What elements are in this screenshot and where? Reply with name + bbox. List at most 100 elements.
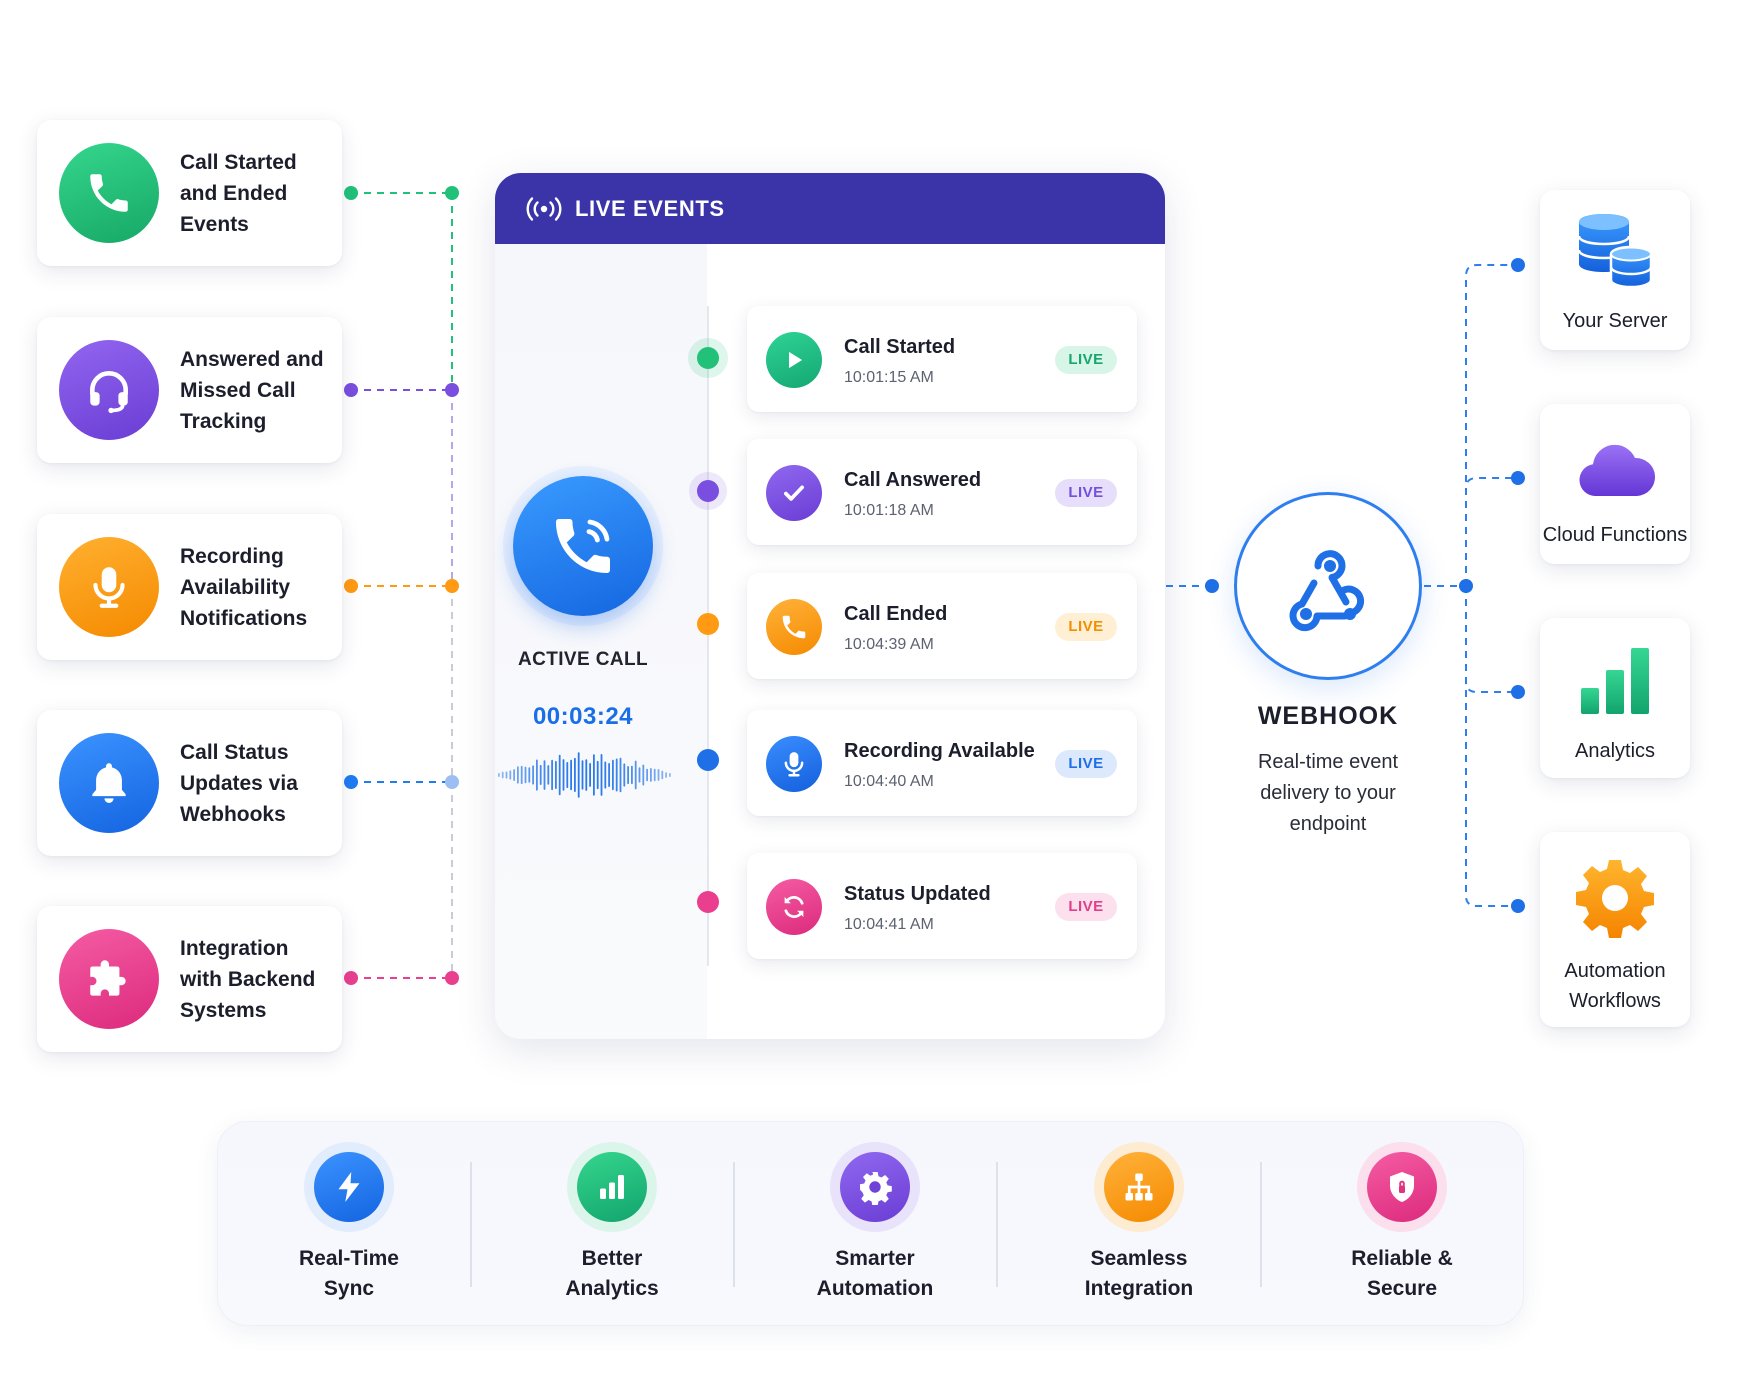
waveform-bar — [581, 760, 584, 790]
waveform-bar — [543, 760, 546, 790]
waveform-bar — [653, 768, 656, 782]
active-call-section — [495, 244, 707, 1039]
shield-icon — [1367, 1152, 1437, 1222]
broadcast-icon — [526, 196, 562, 221]
event-time: 10:04:40 AM — [844, 773, 934, 790]
waveform-bar — [574, 757, 576, 792]
gear-icon — [1576, 860, 1654, 938]
bell-icon — [59, 733, 159, 833]
benefits-bar: Real-Time Sync Better Analytics Smarter … — [217, 1121, 1524, 1326]
waveform-bar — [642, 764, 645, 786]
event-title: Call Answered — [844, 469, 982, 491]
feature-card-call-tracking: Answered and Missed Call Tracking — [37, 317, 342, 463]
destination-label: Automation Workflows — [1564, 960, 1666, 1012]
benefit-label: Reliable & Secure — [1351, 1247, 1453, 1300]
waveform-bar — [513, 769, 515, 781]
feature-card-backend-integration: Integration with Backend Systems — [37, 906, 342, 1052]
waveform-bar — [623, 763, 626, 787]
event-card-status-updated[interactable]: Status Updated 10:04:41 AM LIVE — [747, 853, 1137, 959]
feature-card-status-updates: Call Status Updates via Webhooks — [37, 710, 342, 856]
waveform-bar — [631, 765, 633, 785]
waveform-bar — [505, 771, 508, 779]
event-card-call-answered[interactable]: Call Answered 10:01:18 AM LIVE — [747, 439, 1137, 545]
divider — [733, 1162, 735, 1287]
waveform-bar — [619, 757, 622, 793]
waveform-bar — [600, 754, 603, 796]
waveform-bar — [593, 754, 595, 796]
play-icon — [766, 332, 822, 388]
waveform-bar — [638, 767, 641, 783]
feature-label: Integration with Backend Systems — [180, 936, 316, 1022]
timeline-dot — [697, 613, 719, 635]
waveform-bar — [669, 773, 671, 777]
waveform-bar — [589, 763, 591, 787]
live-badge: LIVE — [1055, 893, 1117, 921]
waveform-bar — [558, 754, 561, 796]
bar-chart-icon — [577, 1152, 647, 1222]
feature-label: Answered and Missed Call Tracking — [180, 347, 324, 433]
destination-your-server: Your Server — [1540, 190, 1690, 350]
waveform-bar — [551, 759, 553, 791]
waveform-bar — [532, 765, 534, 785]
waveform-bar — [539, 764, 542, 785]
benefit-label: Smarter Automation — [816, 1247, 934, 1300]
waveform-bar — [570, 759, 572, 791]
phone-end-icon — [766, 599, 822, 655]
bar-chart-icon — [1581, 648, 1649, 714]
waveform-bar — [566, 762, 569, 789]
divider — [996, 1162, 998, 1287]
destination-analytics: Analytics — [1540, 618, 1690, 778]
timeline-dot — [697, 480, 719, 502]
feature-card-recording: Recording Availability Notifications — [37, 514, 342, 660]
waveform-bar — [555, 761, 557, 789]
benefit-real-time-sync: Real-Time Sync — [218, 1122, 480, 1327]
divider — [1260, 1162, 1262, 1287]
divider — [470, 1162, 472, 1287]
active-call-timer: 00:03:24 — [532, 703, 634, 730]
waveform-bar — [604, 761, 607, 789]
waveform-bar — [501, 771, 504, 779]
microphone-icon — [766, 736, 822, 792]
event-title: Call Ended — [844, 603, 948, 625]
event-card-call-ended[interactable]: Call Ended 10:04:39 AM LIVE — [747, 573, 1137, 679]
database-icon — [1577, 214, 1653, 289]
waveform-bar — [524, 766, 527, 784]
live-events-header: LIVE EVENTS — [495, 173, 1165, 244]
live-badge: LIVE — [1055, 613, 1117, 641]
waveform-bar — [498, 773, 500, 777]
waveform-bar — [661, 770, 664, 780]
event-title: Call Started — [844, 336, 956, 358]
waveform-bar — [612, 759, 614, 791]
waveform-bar — [615, 758, 618, 792]
event-time: 10:04:39 AM — [844, 636, 934, 653]
active-call-label: ACTIVE CALL — [517, 649, 648, 670]
destination-label: Cloud Functions — [1542, 524, 1688, 546]
live-events-title: LIVE EVENTS — [575, 195, 725, 221]
waveform-bar — [517, 766, 519, 784]
cloud-icon — [1579, 444, 1655, 496]
benefit-better-analytics: Better Analytics — [481, 1122, 743, 1327]
event-card-recording-available[interactable]: Recording Available 10:04:40 AM LIVE — [747, 710, 1137, 816]
hierarchy-icon — [1104, 1152, 1174, 1222]
timeline-dot — [697, 347, 719, 369]
check-icon — [766, 465, 822, 521]
waveform-bar — [596, 760, 599, 790]
gear-icon — [840, 1152, 910, 1222]
puzzle-icon — [59, 929, 159, 1029]
destination-label: Your Server — [1562, 310, 1668, 332]
live-badge: LIVE — [1055, 750, 1117, 778]
feature-label: Call Status Updates via Webhooks — [180, 740, 298, 826]
destination-automation-workflows: Automation Workflows — [1540, 832, 1690, 1027]
timeline-dot — [697, 891, 719, 913]
benefit-reliable-secure: Reliable & Secure — [1271, 1122, 1533, 1327]
event-card-call-started[interactable]: Call Started 10:01:15 AM LIVE — [747, 306, 1137, 412]
event-time: 10:01:18 AM — [844, 502, 934, 519]
waveform-bar — [577, 752, 580, 798]
waveform-bar — [665, 772, 667, 778]
waveform-bar — [528, 767, 531, 783]
feature-label: Recording Availability Notifications — [180, 544, 308, 630]
waveform-bar — [657, 769, 660, 781]
live-events-panel: LIVE EVENTS ACTIVE CALL 00:03:24 Call St… — [495, 173, 1165, 1039]
event-title: Recording Available — [844, 740, 1035, 762]
waveform-bar — [627, 766, 629, 785]
